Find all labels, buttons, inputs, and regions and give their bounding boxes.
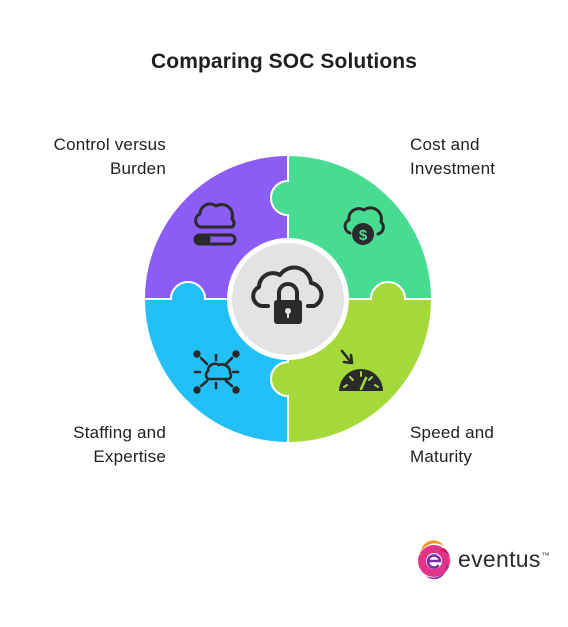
label-cost-and-investment: Cost and Investment [410,135,496,178]
eventus-logo-mark [418,540,451,580]
label-speed-and-maturity: Speed and Maturity [410,423,495,466]
eventus-logo: eventus™ [414,540,554,584]
cloud-lock-icon [251,265,324,324]
svg-text:$: $ [359,227,368,244]
cloud-network-icon [193,350,240,394]
speedometer-icon [339,349,383,391]
center-hub-fill [232,243,344,355]
eventus-logo-text: eventus™ [458,546,550,572]
label-staffing-and-expertise: Staffing and Expertise [73,423,166,466]
cloud-progress-icon [193,202,237,246]
label-control-versus-burden: Control versus Burden [53,135,166,178]
cloud-dollar-icon: $ [343,206,385,245]
diagram-title: Comparing SOC Solutions [151,50,417,73]
